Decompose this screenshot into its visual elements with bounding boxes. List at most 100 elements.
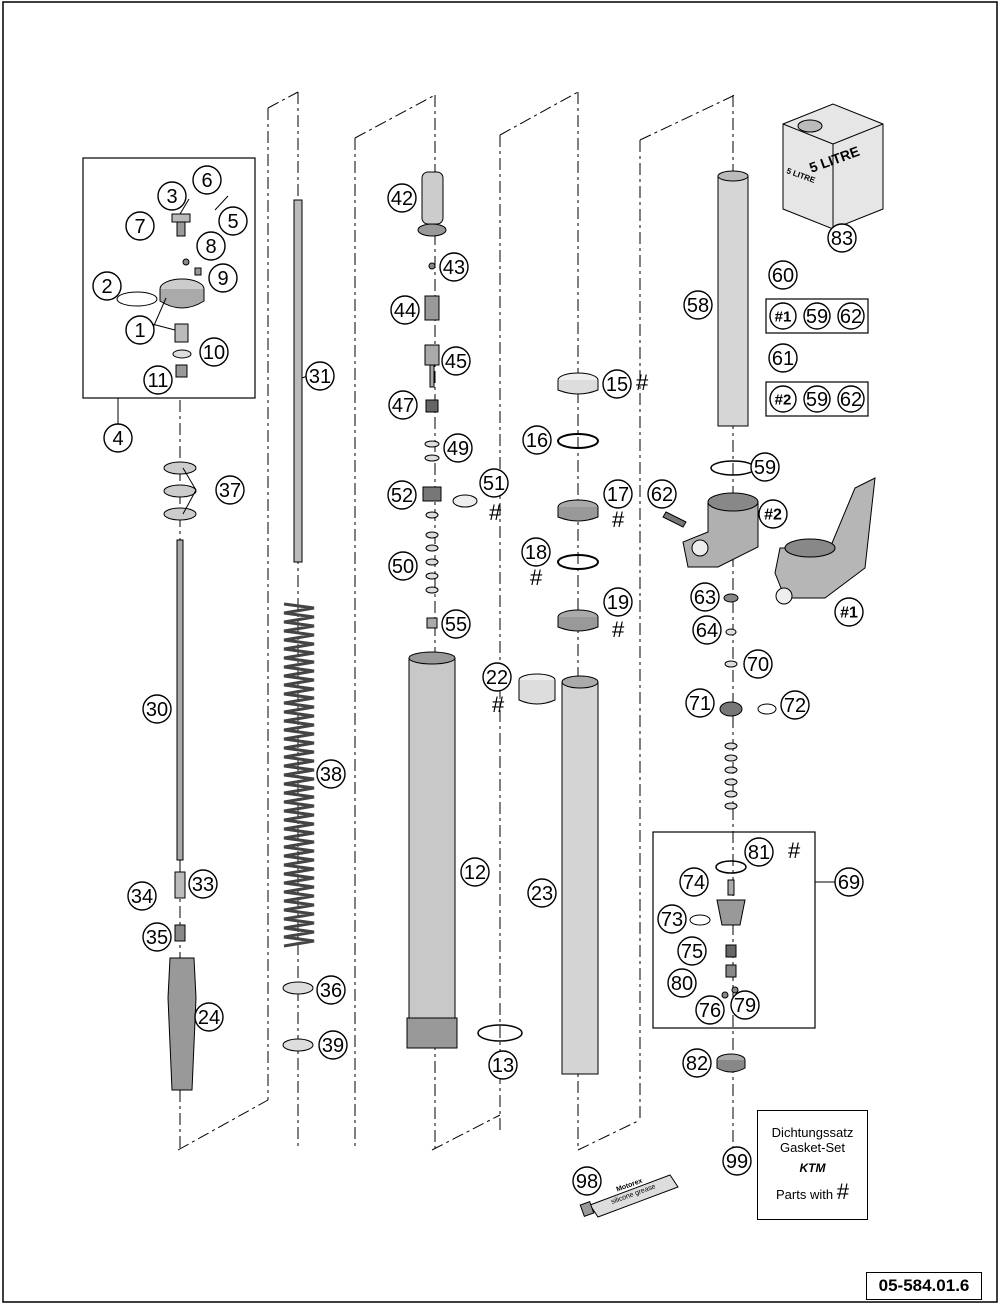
callout-label: 1 bbox=[134, 320, 145, 342]
callout-55: 55 bbox=[441, 609, 471, 639]
callout-23: 23 bbox=[527, 878, 557, 908]
callout-63: 63 bbox=[690, 582, 720, 612]
callout-label: 51 bbox=[483, 473, 505, 495]
callout-label: 15 bbox=[606, 374, 628, 396]
callout-69: 69 bbox=[834, 867, 864, 897]
reference-code: 05-584.01.6 bbox=[866, 1272, 982, 1300]
callout-6: 6 bbox=[192, 165, 222, 195]
set-group-label: 59 bbox=[806, 389, 828, 411]
callout-label: #1 bbox=[840, 605, 858, 622]
callout-label: 80 bbox=[671, 973, 693, 995]
box-valve bbox=[652, 831, 816, 1029]
hash-mark: # bbox=[530, 565, 543, 590]
callouts: 1234567891011121315161718192223243031333… bbox=[92, 165, 869, 1196]
callout-label: 38 bbox=[320, 764, 342, 786]
gasket-set-hash: # bbox=[836, 1179, 849, 1204]
callout-18: 18 bbox=[521, 537, 551, 567]
callout-49: 49 bbox=[443, 433, 473, 463]
set-group-label: 62 bbox=[840, 389, 862, 411]
set-group-item: 59 bbox=[803, 385, 831, 413]
callout-label: #2 bbox=[764, 507, 782, 524]
callout-52: 52 bbox=[387, 480, 417, 510]
callout-82: 82 bbox=[682, 1048, 712, 1078]
callout-label: 61 bbox=[772, 348, 794, 370]
callout-label: 22 bbox=[486, 667, 508, 689]
callout-51: 51 bbox=[479, 468, 509, 498]
callout-34: 34 bbox=[127, 881, 157, 911]
leader-lines bbox=[151, 195, 311, 515]
callout-50: 50 bbox=[388, 551, 418, 581]
callout-label: 10 bbox=[203, 342, 225, 364]
callout-label: 63 bbox=[694, 587, 716, 609]
callout-label: 42 bbox=[391, 188, 413, 210]
callout-31: 31 bbox=[305, 361, 335, 391]
callout-label: 18 bbox=[525, 542, 547, 564]
callout-8: 8 bbox=[196, 231, 226, 261]
gasket-set-line2: Gasket-Set bbox=[779, 1140, 846, 1155]
callout-45: 45 bbox=[441, 346, 471, 376]
callout-label: 23 bbox=[531, 883, 553, 905]
callout-label: 6 bbox=[201, 170, 212, 192]
callout-label: 44 bbox=[394, 300, 416, 322]
callout-label: 2 bbox=[101, 276, 112, 298]
callout-label: 31 bbox=[309, 366, 331, 388]
callout-2: 2 bbox=[92, 271, 122, 301]
set-group-item: 59 bbox=[803, 302, 831, 330]
callout-label: 9 bbox=[217, 268, 228, 290]
callout-5: 5 bbox=[218, 206, 248, 236]
callout-label: 7 bbox=[134, 216, 145, 238]
callout-83: 83 bbox=[827, 223, 857, 253]
callout-76: 76 bbox=[695, 995, 725, 1025]
callout-label: 30 bbox=[146, 699, 168, 721]
callout-10: 10 bbox=[199, 337, 229, 367]
callout-47: 47 bbox=[388, 390, 418, 420]
set-group-label: 59 bbox=[806, 306, 828, 328]
hash-mark: # bbox=[489, 500, 502, 525]
callout-label: 35 bbox=[146, 927, 168, 949]
callout-label: 33 bbox=[192, 874, 214, 896]
callout-label: 12 bbox=[464, 862, 486, 884]
callout-label: 5 bbox=[227, 211, 238, 233]
callout-61: 61 bbox=[768, 343, 798, 373]
callout-label: 75 bbox=[681, 941, 703, 963]
callout-72: 72 bbox=[780, 690, 810, 720]
callout-label: 58 bbox=[687, 295, 709, 317]
callout-9: 9 bbox=[208, 263, 238, 293]
callout-13: 13 bbox=[488, 1050, 518, 1080]
callout-38: 38 bbox=[316, 759, 346, 789]
gasket-set-line1: Dichtungssatz bbox=[771, 1125, 854, 1140]
callout-37: 37 bbox=[215, 475, 245, 505]
set-group-item: #1 bbox=[769, 302, 797, 330]
callout-label: 16 bbox=[526, 430, 548, 452]
callout-label: 37 bbox=[219, 480, 241, 502]
callout-1: 1 bbox=[125, 315, 155, 345]
callout-label: 72 bbox=[784, 695, 806, 717]
callout-36: 36 bbox=[316, 975, 346, 1005]
callout-label: 79 bbox=[734, 995, 756, 1017]
callout-label: 3 bbox=[166, 186, 177, 208]
callout-24: 24 bbox=[194, 1002, 224, 1032]
hash-mark: # bbox=[492, 692, 505, 717]
callout-label: 8 bbox=[205, 236, 216, 258]
callout-58: 58 bbox=[683, 290, 713, 320]
callout-label: 69 bbox=[838, 872, 860, 894]
callout-99: 99 bbox=[722, 1146, 752, 1176]
set-group-label: 62 bbox=[840, 306, 862, 328]
callout-label: 52 bbox=[391, 485, 413, 507]
callout-label: 45 bbox=[445, 351, 467, 373]
hash-mark: # bbox=[636, 370, 649, 395]
callout-35: 35 bbox=[142, 922, 172, 952]
hash-mark: # bbox=[788, 838, 801, 863]
callout-label: 59 bbox=[754, 457, 776, 479]
callout-label: 43 bbox=[443, 257, 465, 279]
callout-label: 81 bbox=[748, 842, 770, 864]
set-group-item: 62 bbox=[837, 302, 865, 330]
callout-80: 80 bbox=[667, 968, 697, 998]
callout-43: 43 bbox=[439, 252, 469, 282]
callout-71: 71 bbox=[685, 688, 715, 718]
callout-label: 62 bbox=[651, 484, 673, 506]
callout-label: 47 bbox=[392, 395, 414, 417]
callout-7: 7 bbox=[125, 211, 155, 241]
callout-17: 17 bbox=[603, 479, 633, 509]
callout-label: 70 bbox=[747, 654, 769, 676]
